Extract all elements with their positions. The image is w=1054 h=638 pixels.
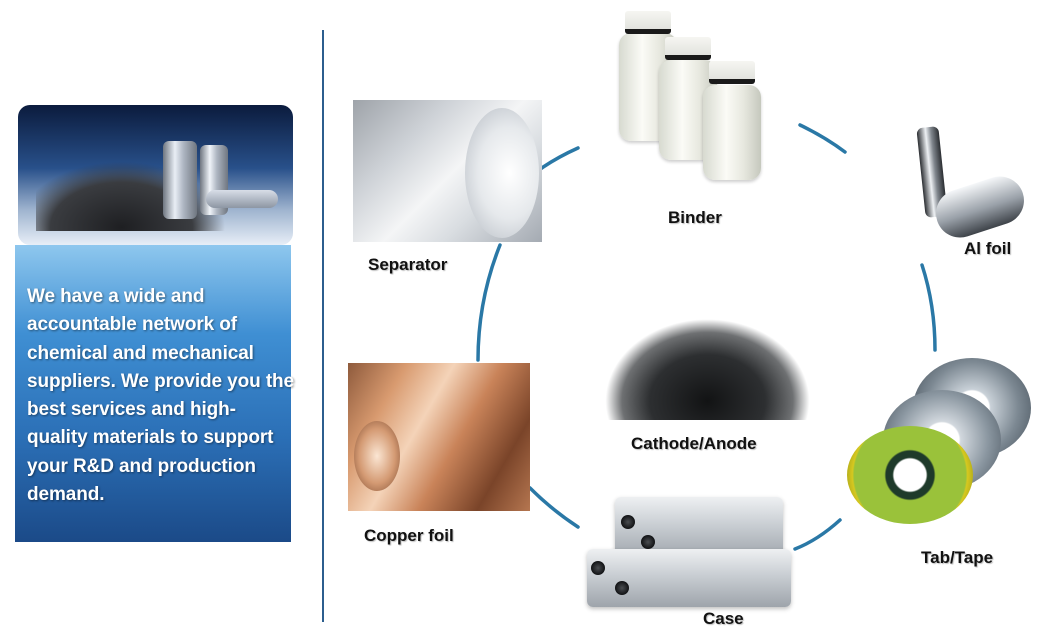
separator-label: Separator <box>368 255 448 274</box>
arc-tabtape-case <box>793 518 842 551</box>
case-terminal <box>591 561 605 575</box>
battery-materials-hero-image <box>18 105 293 245</box>
battery-case <box>615 497 783 559</box>
cathode-anode-image <box>575 262 840 420</box>
al-foil-image <box>913 123 1035 244</box>
copper-roll-core <box>354 421 400 491</box>
info-panel <box>15 245 291 542</box>
case-terminal <box>621 515 635 529</box>
separator-roll <box>465 108 539 238</box>
battery-can <box>163 141 197 219</box>
al-foil-label: Al foil <box>964 239 1012 258</box>
case-image <box>585 497 793 612</box>
info-panel-text: We have a wide and accountable network o… <box>27 286 295 506</box>
bottle-cap <box>709 61 755 84</box>
arc-case-copper <box>528 486 580 529</box>
case-terminal <box>615 581 629 595</box>
copper-foil-image <box>348 363 530 511</box>
black-powder-pile <box>575 262 840 420</box>
case-terminal <box>641 535 655 549</box>
tab-tape-label: Tab/Tape <box>921 548 994 567</box>
bottle <box>703 85 761 180</box>
arc-binder-alfoil <box>798 123 847 154</box>
binder-label: Binder <box>668 208 722 227</box>
case-label: Case <box>703 609 744 628</box>
cathode-anode-label: Cathode/Anode <box>631 434 757 453</box>
arc-alfoil-tabtape <box>920 263 937 352</box>
al-roll <box>929 170 1031 244</box>
bottle-cap <box>665 37 711 60</box>
copper-foil-label: Copper foil <box>364 526 454 545</box>
green-tape-disc <box>847 426 973 524</box>
separator-image <box>353 100 542 242</box>
battery-case <box>587 549 791 607</box>
bottle-cap <box>625 11 671 34</box>
vertical-divider <box>322 30 324 622</box>
arc-copper-separator <box>476 243 502 362</box>
binder-image <box>605 5 777 183</box>
battery-cell <box>206 190 278 208</box>
tab-tape-image <box>843 352 1041 528</box>
